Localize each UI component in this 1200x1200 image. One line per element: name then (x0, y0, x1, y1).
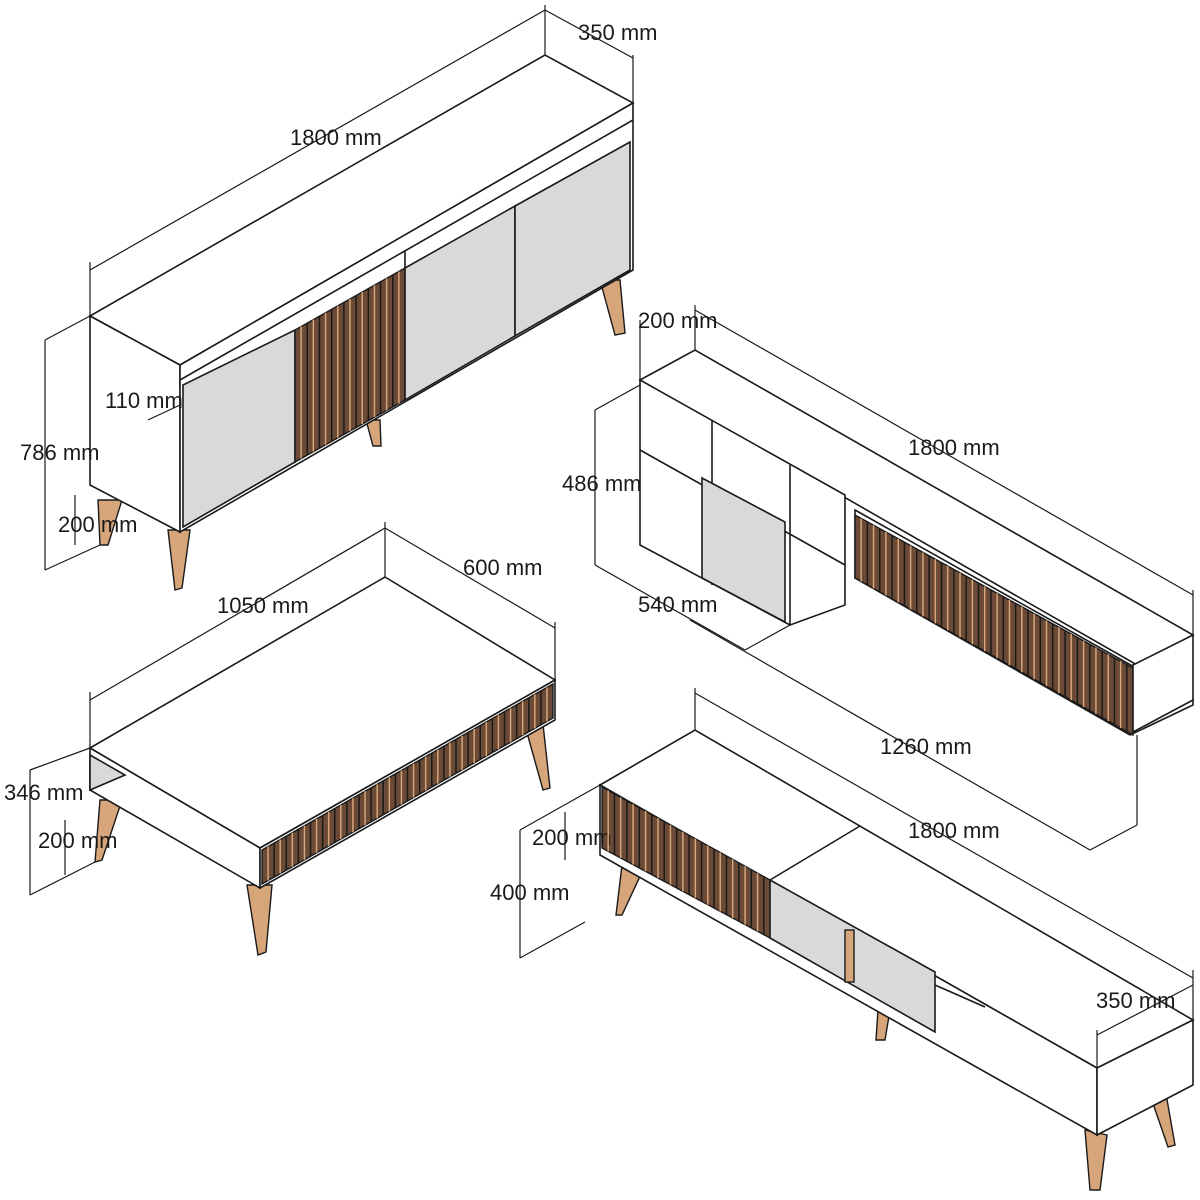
tv-stand-height-label: 400 mm (490, 880, 569, 905)
tv-stand-top-seam (769, 825, 861, 881)
tv-stand-dimension-lines (519, 688, 1194, 1068)
sideboard-height-label: 786 mm (20, 440, 99, 465)
wall-unit-long-section-label: 1260 mm (880, 734, 972, 759)
tv-stand-leg (1084, 1129, 1108, 1191)
tv-stand-side (1096, 1018, 1194, 1137)
wall-unit-width-label: 1800 mm (908, 435, 1000, 460)
sideboard-leg-label: 200 mm (58, 512, 137, 537)
sideboard-width-label: 1800 mm (290, 125, 382, 150)
tv-stand-shelf (934, 984, 986, 1008)
coffee-table-side-back (89, 753, 127, 792)
sideboard-leg (365, 419, 382, 447)
sideboard-dimension-lines (44, 5, 634, 571)
sideboard-depth-label: 350 mm (578, 20, 657, 45)
coffee-table-dimension-lines (29, 522, 556, 896)
coffee-table: 600 mm 1050 mm 346 mm 200 mm (4, 522, 557, 956)
coffee-table-height-label: 346 mm (4, 780, 83, 805)
wall-unit-section-label: 540 mm (638, 592, 717, 617)
tv-stand-width-label: 1800 mm (908, 818, 1000, 843)
wall-unit-height-label: 486 mm (562, 471, 641, 496)
wall-unit-dimension-lines (594, 305, 1194, 851)
tv-stand-leg-label: 200 mm (532, 825, 611, 850)
wall-unit-door (701, 476, 786, 624)
coffee-table-depth-label: 600 mm (463, 555, 542, 580)
sideboard: 350 mm 1800 mm 110 mm 786 mm 200 mm (20, 5, 657, 591)
coffee-table-leg (246, 884, 273, 956)
slat-lines (267, 271, 1128, 935)
wall-unit-depth-label: 200 mm (638, 308, 717, 333)
coffee-table-leg-label: 200 mm (38, 828, 117, 853)
tv-stand: 200 mm 1800 mm 400 mm 350 mm (490, 688, 1195, 1191)
sideboard-plinth-label: 110 mm (105, 388, 183, 413)
wall-unit-end (1132, 633, 1194, 734)
sideboard-leg (167, 529, 191, 591)
sideboard-leg (97, 499, 123, 546)
sideboard-shelf-line (179, 119, 634, 381)
sideboard-leg (599, 279, 626, 336)
tv-stand-handle[interactable] (844, 929, 855, 983)
coffee-table-width-label: 1050 mm (217, 593, 309, 618)
sideboard-door (514, 140, 631, 338)
tv-stand-depth-label: 350 mm (1096, 988, 1175, 1013)
